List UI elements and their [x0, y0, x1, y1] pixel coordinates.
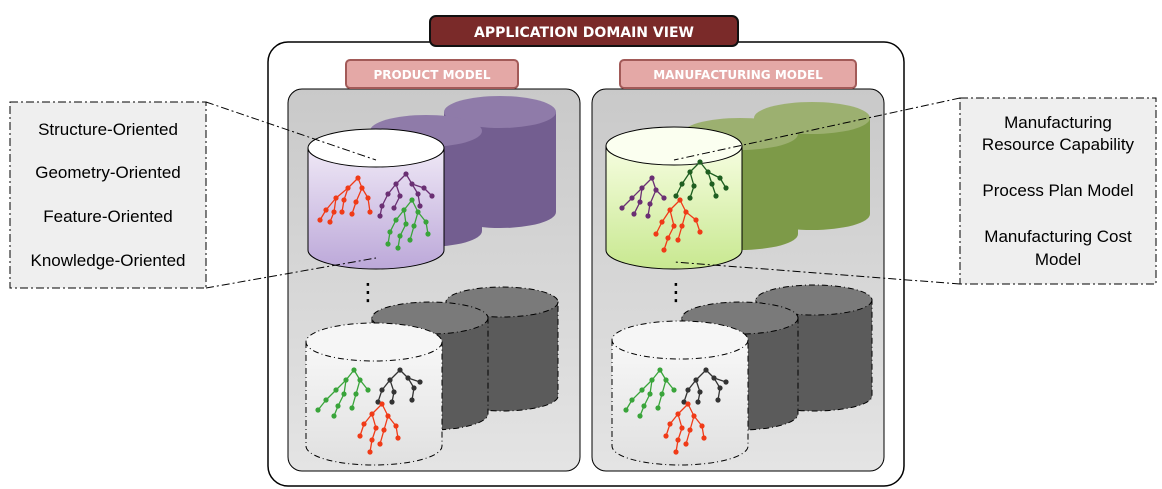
label-manufacturing-cost-2: Model	[1035, 250, 1081, 269]
title-bar: APPLICATION DOMAIN VIEW	[429, 15, 739, 47]
manufacturing-label-box: Manufacturing Resource Capability Proces…	[959, 97, 1157, 285]
product-tree-purple	[377, 171, 435, 219]
manufacturing-lower-tree-red	[663, 401, 707, 455]
manufacturing-panel-title: MANUFACTURING MODEL	[653, 68, 823, 82]
product-callout-lines	[205, 101, 377, 289]
label-manufacturing-cost-1: Manufacturing Cost	[984, 227, 1132, 246]
label-geometry-oriented: Geometry-Oriented	[35, 163, 181, 182]
product-lower-tree-red	[357, 401, 401, 455]
manufacturing-panel: MANUFACTURING MODEL	[591, 59, 885, 472]
product-panel: PRODUCT MODEL	[287, 59, 581, 472]
manufacturing-ellipsis: ⋮	[664, 278, 688, 306]
manufacturing-front-cylinder	[605, 126, 743, 270]
product-tree-red	[317, 175, 373, 225]
label-structure-oriented: Structure-Oriented	[38, 120, 178, 139]
product-label-box-bg	[9, 101, 207, 289]
product-tree-green	[385, 197, 431, 251]
manufacturing-lower-tree-green	[623, 367, 677, 419]
manufacturing-callout-lines	[673, 97, 961, 285]
product-panel-tab	[345, 59, 519, 89]
product-front-cylinder	[307, 128, 445, 270]
product-panel-title: PRODUCT MODEL	[373, 68, 490, 82]
manufacturing-label-box-bg	[959, 97, 1157, 285]
product-white-front-cylinder	[305, 322, 443, 466]
label-manufacturing-resource-1: Manufacturing	[1004, 113, 1112, 132]
manufacturing-white-front-cylinder	[611, 320, 749, 466]
label-process-plan-model: Process Plan Model	[982, 181, 1133, 200]
product-ellipsis: ⋮	[356, 278, 380, 306]
product-label-box: Structure-Oriented Geometry-Oriented Fea…	[9, 101, 207, 289]
label-knowledge-oriented: Knowledge-Oriented	[31, 251, 186, 270]
manufacturing-panel-tab	[619, 59, 857, 89]
manufacturing-tree-purple	[619, 175, 667, 219]
label-manufacturing-resource-2: Resource Capability	[982, 135, 1135, 154]
title-text: APPLICATION DOMAIN VIEW	[474, 25, 694, 41]
manufacturing-lower-tree-black	[681, 367, 729, 405]
manufacturing-tree-darkgreen	[673, 159, 729, 201]
product-lower-tree-green	[315, 367, 371, 419]
product-lower-tree-black	[375, 367, 423, 405]
title-bar-bg	[429, 15, 739, 47]
manufacturing-tree-red	[653, 197, 703, 253]
label-feature-oriented: Feature-Oriented	[43, 207, 172, 226]
